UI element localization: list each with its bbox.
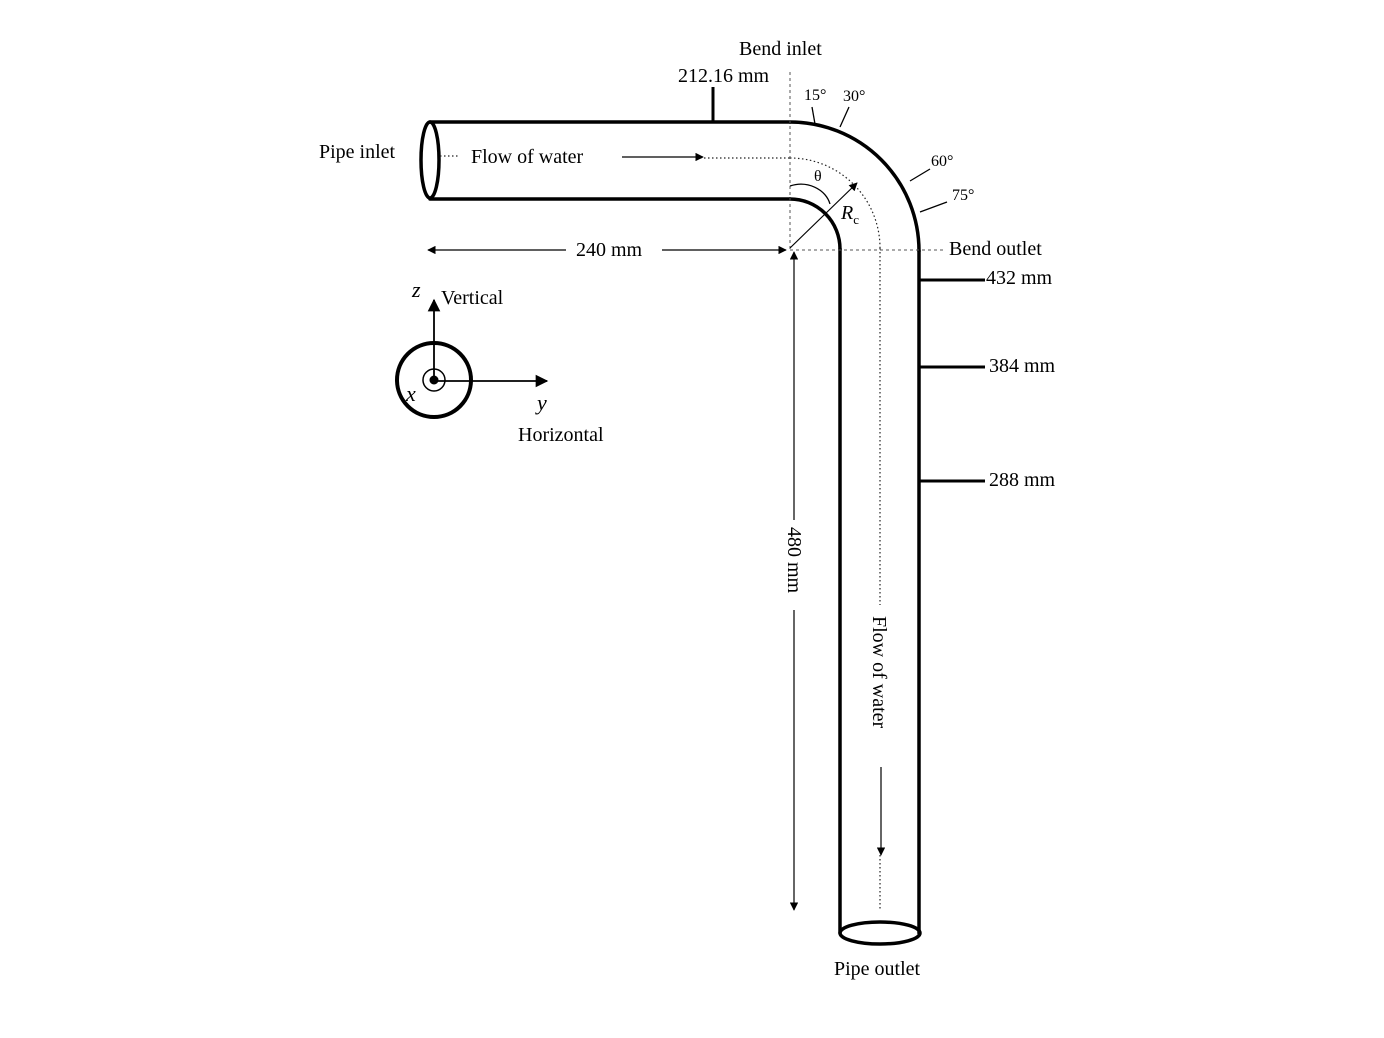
vertical-axis-label: Vertical <box>441 287 504 309</box>
angle-75-label: 75° <box>952 187 974 204</box>
flow-of-water-vertical-label: Flow of water <box>868 616 890 729</box>
z-axis-label: z <box>411 277 421 302</box>
bend-inlet-label: Bend inlet <box>739 38 822 60</box>
angle-30-leader <box>839 106 850 128</box>
bend-outer-wall <box>788 120 921 253</box>
angle-15-label: 15° <box>804 87 826 104</box>
theta-arc <box>789 183 831 205</box>
angle-75-leader <box>919 201 948 213</box>
section-288-label: 288 mm <box>989 469 1056 491</box>
pipe-outlet-opening <box>838 920 922 946</box>
bend-outlet-label: Bend outlet <box>949 238 1042 260</box>
angle-60-leader <box>909 168 931 182</box>
flow-of-water-horizontal-label: Flow of water <box>471 146 584 168</box>
x-axis-label: x <box>405 381 416 406</box>
section-432-label: 432 mm <box>986 267 1053 289</box>
pipe-body <box>419 120 922 946</box>
pipe-outlet-label: Pipe outlet <box>834 958 921 980</box>
pipe-centerline <box>440 155 881 910</box>
radius-arrow <box>789 182 858 249</box>
bend-inlet-distance-label: 212.16 mm <box>678 65 770 87</box>
angle-markers: 15° 30° 60° 75° <box>804 87 974 213</box>
pipe-inlet-label: Pipe inlet <box>319 141 396 163</box>
pipe-inlet-opening <box>419 120 441 200</box>
radius-label: Rc <box>840 202 859 227</box>
dim-480-label: 480 mm <box>783 527 805 594</box>
section-384-label: 384 mm <box>989 355 1056 377</box>
coordinate-axes: z Vertical x y Horizontal <box>395 277 604 446</box>
angle-15-leader <box>811 106 816 125</box>
dim-240-label: 240 mm <box>576 239 643 261</box>
y-axis-label: y <box>535 390 547 415</box>
theta-label: θ <box>814 168 822 185</box>
angle-60-label: 60° <box>931 153 953 170</box>
horizontal-axis-label: Horizontal <box>518 424 604 446</box>
angle-30-label: 30° <box>843 88 865 105</box>
